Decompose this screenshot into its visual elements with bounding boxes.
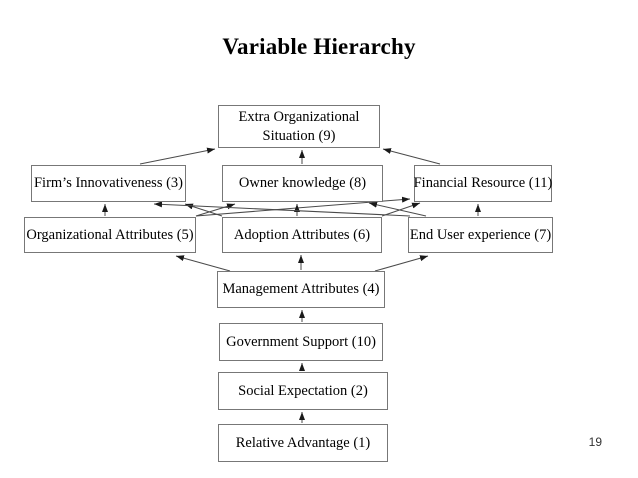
page-number: 19 <box>588 435 602 449</box>
node-extra_org: Extra Organizational Situation (9) <box>218 105 380 148</box>
node-mgmt_attr: Management Attributes (4) <box>217 271 385 308</box>
node-org_attr: Organizational Attributes (5) <box>24 217 196 253</box>
edge-mgmt_attr-org_attr <box>175 255 231 272</box>
edge-end_user_exp-firm_innov <box>153 201 411 217</box>
edge-firm_innov-extra_org <box>139 147 216 165</box>
node-relative_adv: Relative Advantage (1) <box>218 424 388 462</box>
node-owner_knowledge: Owner knowledge (8) <box>222 165 383 202</box>
node-financial_resource: Financial Resource (11) <box>414 165 552 202</box>
node-firm_innov: Firm’s Innovativeness (3) <box>31 165 186 202</box>
edge-end_user_exp-owner_knowledge <box>368 201 427 217</box>
edge-org_attr-owner_knowledge <box>195 203 236 217</box>
edge-adoption_attr-financial_resource <box>381 202 421 217</box>
node-adoption_attr: Adoption Attributes (6) <box>222 217 382 253</box>
edge-financial_resource-extra_org <box>382 148 441 165</box>
edge-mgmt_attr-end_user_exp <box>374 255 429 272</box>
node-end_user_exp: End User experience (7) <box>408 217 553 253</box>
slide-title: Variable Hierarchy <box>222 34 416 59</box>
node-gov_support: Government Support (10) <box>219 323 383 361</box>
node-social_expect: Social Expectation (2) <box>218 372 388 410</box>
